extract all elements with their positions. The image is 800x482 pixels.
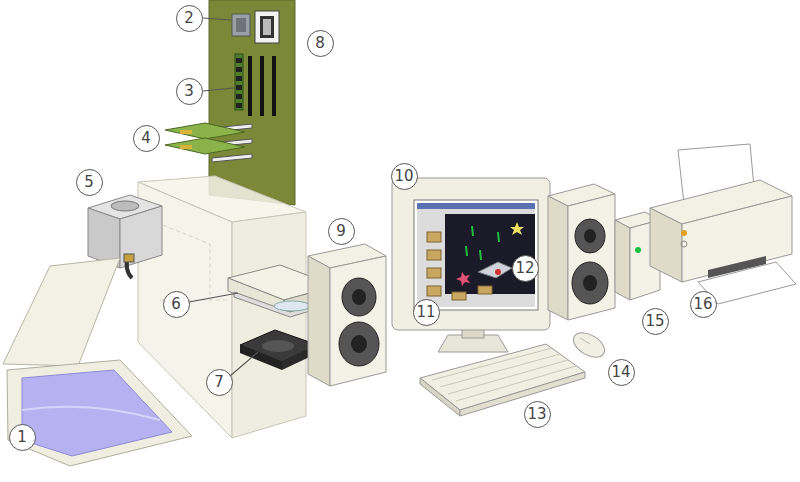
callout-number: 13 xyxy=(524,401,551,428)
printer xyxy=(650,144,796,304)
scanner xyxy=(3,258,192,466)
callout-number: 2 xyxy=(176,5,203,32)
callout-number: 1 xyxy=(9,424,36,451)
callout-number: 15 xyxy=(642,308,669,335)
motherboard xyxy=(209,0,295,205)
monitor xyxy=(392,178,550,352)
callout-number: 16 xyxy=(690,291,717,318)
callout-number: 10 xyxy=(391,163,418,190)
callout-number: 14 xyxy=(608,359,635,386)
callout-number: 8 xyxy=(307,30,334,57)
mouse xyxy=(569,328,608,362)
left-speaker xyxy=(308,244,386,386)
leader-lines xyxy=(189,18,258,376)
callout-number: 7 xyxy=(206,369,233,396)
callout-number: 3 xyxy=(176,78,203,105)
callout-number: 6 xyxy=(163,291,190,318)
right-speaker xyxy=(548,184,615,320)
callout-number: 12 xyxy=(512,255,539,282)
hard-disk xyxy=(240,330,318,370)
callout-number: 5 xyxy=(76,169,103,196)
keyboard xyxy=(420,344,585,416)
callout-number: 9 xyxy=(328,218,355,245)
callout-number: 4 xyxy=(133,125,160,152)
expansion-cards xyxy=(165,123,245,154)
callout-number: 11 xyxy=(413,299,440,326)
